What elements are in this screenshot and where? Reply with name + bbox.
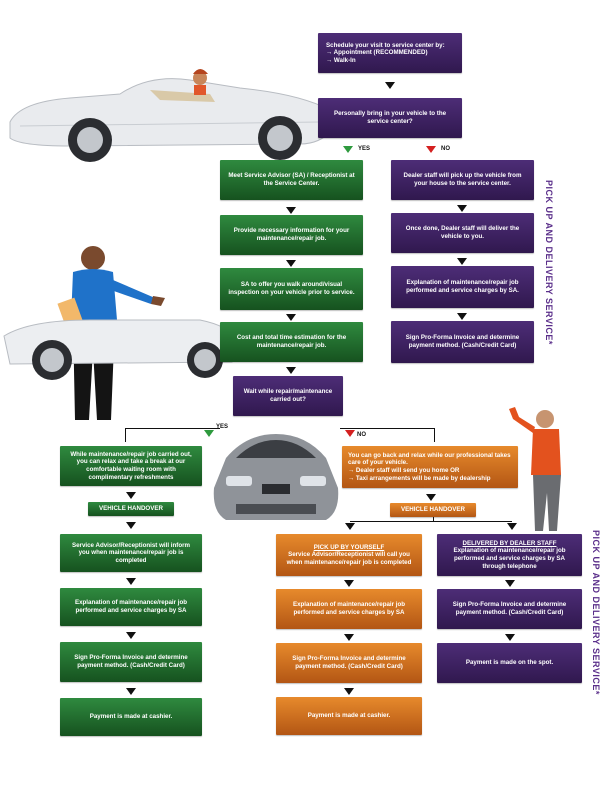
wait-yes-step-4-text: Payment is made at cashier. — [89, 713, 173, 721]
pickup-step-1: Dealer staff will pick up the vehicle fr… — [391, 160, 534, 200]
wait-question-box: Wait while repair/maintenance carried ou… — [233, 376, 343, 416]
connector-line — [433, 517, 434, 521]
waiting-room-box: While maintenance/repair job carried out… — [60, 446, 202, 486]
connector-line — [350, 521, 512, 522]
pickup-yourself-step-2-text: Explanation of maintenance/repair job pe… — [292, 601, 406, 616]
delivered-step-2: Sign Pro-Forma Invoice and determine pay… — [437, 589, 582, 629]
arrow-down — [426, 494, 436, 501]
pickup-step-4: Sign Pro-Forma Invoice and determine pay… — [391, 321, 534, 363]
waiting-room-text: While maintenance/repair job carried out… — [70, 450, 192, 481]
taxi-arrangement-text: → Taxi arrangements will be made by deal… — [348, 474, 491, 482]
yes-step-4: Cost and total time estimation for the m… — [220, 322, 363, 362]
arrow-down — [126, 492, 136, 499]
yes-step-1-text: Meet Service Advisor (SA) / Receptionist… — [228, 172, 355, 187]
personally-bring-text: Personally bring in your vehicle to the … — [333, 110, 447, 125]
arrow-down — [345, 523, 355, 530]
arrow-down — [344, 580, 354, 587]
arrow-down — [457, 313, 467, 320]
pickup-step-4-text: Sign Pro-Forma Invoice and determine pay… — [405, 334, 520, 349]
arrow-down — [505, 580, 515, 587]
vehicle-handover-yes-text: VEHICLE HANDOVER — [99, 505, 163, 513]
wait-yes-label: YES — [216, 424, 229, 430]
wait-yes-step-2-text: Explanation of maintenance/repair job pe… — [74, 599, 188, 614]
delivered-by-staff-box: DELIVERED BY DEALER STAFF Explanation of… — [437, 534, 582, 576]
delivered-step-1-text: Explanation of maintenance/repair job pe… — [453, 547, 566, 570]
pickup-yourself-step-2: Explanation of maintenance/repair job pe… — [276, 589, 422, 629]
convertible-car-illustration — [9, 69, 333, 162]
wait-yes-step-2: Explanation of maintenance/repair job pe… — [60, 588, 202, 626]
arrow-down — [344, 634, 354, 641]
arrow-down — [126, 522, 136, 529]
no-marker — [426, 146, 436, 153]
pickup-step-1-text: Dealer staff will pick up the vehicle fr… — [403, 172, 522, 187]
arrow-down — [457, 205, 467, 212]
connector-line — [340, 428, 434, 429]
yes-step-1: Meet Service Advisor (SA) / Receptionist… — [220, 160, 363, 200]
go-back-relax-box: You can go back and relax while our prof… — [342, 446, 518, 488]
wait-yes-step-1: Service Advisor/Receptionist will inform… — [60, 534, 202, 572]
sedan-car-illustration — [213, 434, 339, 520]
wait-question-text: Wait while repair/maintenance carried ou… — [243, 388, 333, 403]
waving-man-illustration — [509, 407, 561, 531]
wait-no-label: NO — [357, 432, 366, 438]
connector-line — [434, 428, 435, 442]
arrow-down — [505, 634, 515, 641]
wait-yes-step-3-text: Sign Pro-Forma Invoice and determine pay… — [74, 654, 188, 669]
yes-step-4-text: Cost and total time estimation for the m… — [236, 334, 347, 349]
pickup-step-3: Explanation of maintenance/repair job pe… — [391, 266, 534, 308]
pickup-step-3-text: Explanation of maintenance/repair job pe… — [406, 279, 519, 294]
pickup-delivery-side-label-bottom: PICK UP AND DELIVERY SERVICE* — [591, 530, 601, 695]
yes-step-3: SA to offer you walk around/visual inspe… — [220, 268, 363, 310]
arrow-down — [344, 688, 354, 695]
wait-yes-step-4: Payment is made at cashier. — [60, 698, 202, 736]
arrow-down — [457, 258, 467, 265]
arrow-down — [385, 82, 395, 89]
schedule-option-appointment: → Appointment (RECOMMENDED) — [326, 49, 428, 57]
pickup-yourself-step-4: Payment is made at cashier. — [276, 697, 422, 735]
pickup-step-2: Once done, Dealer staff will deliver the… — [391, 213, 534, 253]
connector-line — [125, 428, 220, 429]
pickup-yourself-box: PICK UP BY YOURSELF Service Advisor/Rece… — [276, 534, 422, 576]
arrow-down — [286, 207, 296, 214]
yes-step-2-text: Provide necessary information for your m… — [233, 227, 350, 242]
pickup-delivery-side-label-top: PICK UP AND DELIVERY SERVICE* — [544, 180, 554, 345]
yes-step-2: Provide necessary information for your m… — [220, 215, 363, 255]
dealer-send-home-text: → Dealer staff will send you home OR — [348, 467, 460, 474]
personally-bring-question: Personally bring in your vehicle to the … — [318, 98, 462, 138]
pickup-yourself-step-1-text: Service Advisor/Receptionist will call y… — [286, 551, 412, 566]
arrow-down — [286, 367, 296, 374]
vehicle-handover-no: VEHICLE HANDOVER — [390, 503, 476, 517]
no-label: NO — [441, 146, 450, 152]
yes-label: YES — [358, 146, 371, 152]
vehicle-handover-yes: VEHICLE HANDOVER — [88, 502, 174, 516]
delivered-step-3-text: Payment is made on the spot. — [465, 659, 554, 667]
wait-yes-step-3: Sign Pro-Forma Invoice and determine pay… — [60, 642, 202, 682]
schedule-visit-title: Schedule your visit to service center by… — [326, 41, 445, 49]
no-marker — [345, 430, 355, 437]
yes-marker — [343, 146, 353, 153]
vehicle-handover-no-text: VEHICLE HANDOVER — [401, 506, 465, 514]
connector-line — [125, 428, 126, 442]
go-back-relax-text: You can go back and relax while our prof… — [348, 451, 511, 467]
delivered-by-staff-heading: DELIVERED BY DEALER STAFF — [462, 539, 557, 547]
arrow-down — [126, 632, 136, 639]
wait-yes-step-1-text: Service Advisor/Receptionist will inform… — [71, 541, 191, 564]
delivered-step-3: Payment is made on the spot. — [437, 643, 582, 683]
arrow-down — [286, 314, 296, 321]
yes-step-3-text: SA to offer you walk around/visual inspe… — [228, 281, 355, 296]
schedule-visit-box: Schedule your visit to service center by… — [318, 33, 462, 73]
second-convertible-illustration — [3, 319, 237, 380]
pickup-yourself-step-3: Sign Pro-Forma Invoice and determine pay… — [276, 643, 422, 683]
pickup-yourself-step-4-text: Payment is made at cashier. — [307, 712, 391, 720]
delivered-step-2-text: Sign Pro-Forma Invoice and determine pay… — [452, 601, 567, 616]
arrow-down — [507, 523, 517, 530]
yes-marker — [204, 430, 214, 437]
schedule-option-walk-in: → Walk-In — [326, 56, 356, 64]
pickup-step-2-text: Once done, Dealer staff will deliver the… — [405, 225, 520, 240]
pickup-yourself-heading: PICK UP BY YOURSELF — [313, 543, 385, 551]
arrow-down — [126, 578, 136, 585]
arrow-down — [126, 688, 136, 695]
pickup-yourself-step-3-text: Sign Pro-Forma Invoice and determine pay… — [292, 655, 406, 670]
arrow-down — [286, 260, 296, 267]
